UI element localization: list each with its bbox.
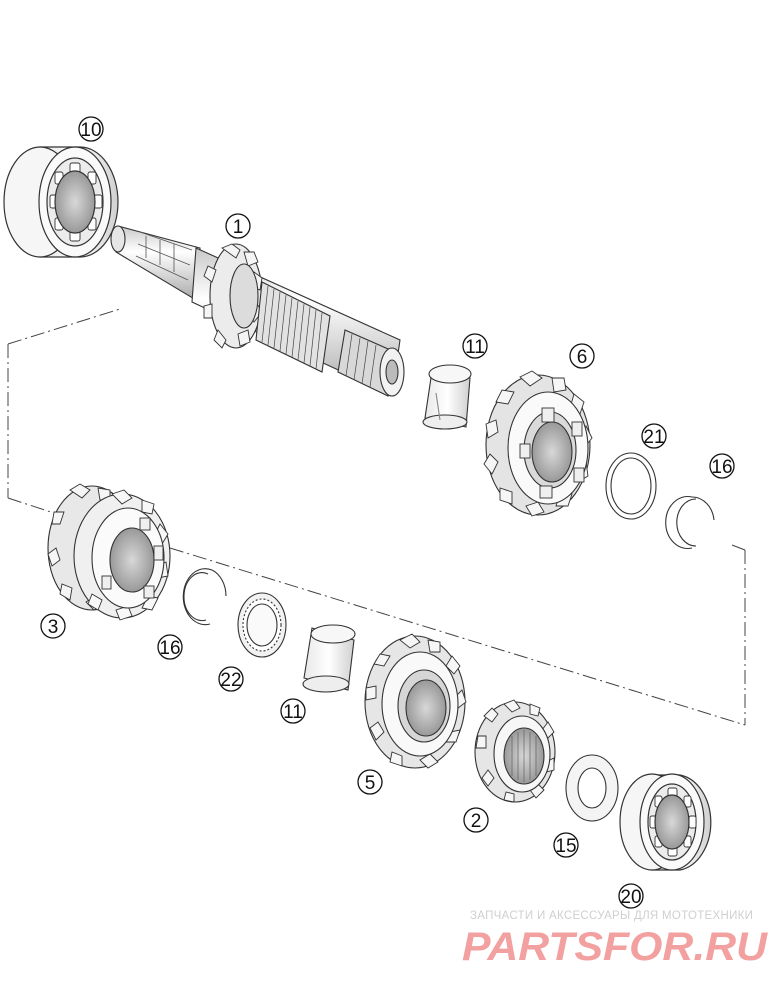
callout-3: 3 — [40, 613, 66, 639]
part-10-bearing — [3, 146, 119, 258]
part-11a-bushing — [422, 364, 472, 430]
svg-text:11: 11 — [465, 337, 485, 358]
part-22-toothed-washer — [237, 592, 287, 658]
assembly-outline — [7, 308, 746, 726]
callout-22: 22 — [218, 666, 244, 692]
svg-text:6: 6 — [577, 347, 588, 368]
part-2-gear — [474, 699, 556, 803]
svg-text:15: 15 — [555, 836, 576, 857]
svg-text:21: 21 — [643, 427, 664, 448]
callout-5: 5 — [357, 769, 383, 795]
watermark-logo: PARTSFOR.RU — [462, 925, 768, 969]
svg-text:11: 11 — [283, 702, 303, 723]
callout-21: 21 — [641, 423, 667, 449]
svg-text:16: 16 — [159, 638, 180, 659]
callout-11a: 11 — [462, 333, 488, 359]
part-20-bearing — [619, 773, 712, 871]
callout-16a: 16 — [157, 634, 183, 660]
svg-text:16: 16 — [711, 457, 732, 478]
svg-text:22: 22 — [220, 670, 241, 691]
part-5-gear — [364, 633, 467, 769]
part-1-main-shaft — [110, 225, 405, 397]
svg-text:10: 10 — [80, 120, 101, 141]
callout-16b: 16 — [709, 453, 735, 479]
callout-15: 15 — [553, 832, 579, 858]
svg-text:2: 2 — [471, 811, 482, 832]
part-15-washer — [565, 754, 619, 822]
watermark-logo-text: PARTSFOR.RU — [462, 925, 768, 969]
svg-text:3: 3 — [48, 617, 59, 638]
svg-text:20: 20 — [620, 887, 641, 908]
watermark-tagline: ЗАПЧАСТИ И АКСЕССУАРЫ ДЛЯ МОТОТЕХНИКИ — [470, 910, 754, 922]
svg-text:5: 5 — [365, 773, 376, 794]
callout-10: 10 — [78, 116, 104, 142]
callout-20: 20 — [618, 883, 644, 909]
part-6-gear — [483, 370, 593, 517]
callout-labels: 10 1 11 6 21 16 3 16 — [40, 116, 735, 909]
part-16a-circlip — [182, 568, 227, 626]
part-21-ring — [605, 452, 657, 520]
part-11b-bushing — [302, 624, 356, 693]
svg-text:1: 1 — [233, 217, 244, 238]
part-3-double-gear — [47, 483, 171, 621]
callout-11b: 11 — [280, 698, 306, 724]
callout-6: 6 — [569, 343, 595, 369]
callout-1: 1 — [225, 213, 251, 239]
callout-2: 2 — [463, 807, 489, 833]
part-16b-circlip — [665, 495, 715, 550]
